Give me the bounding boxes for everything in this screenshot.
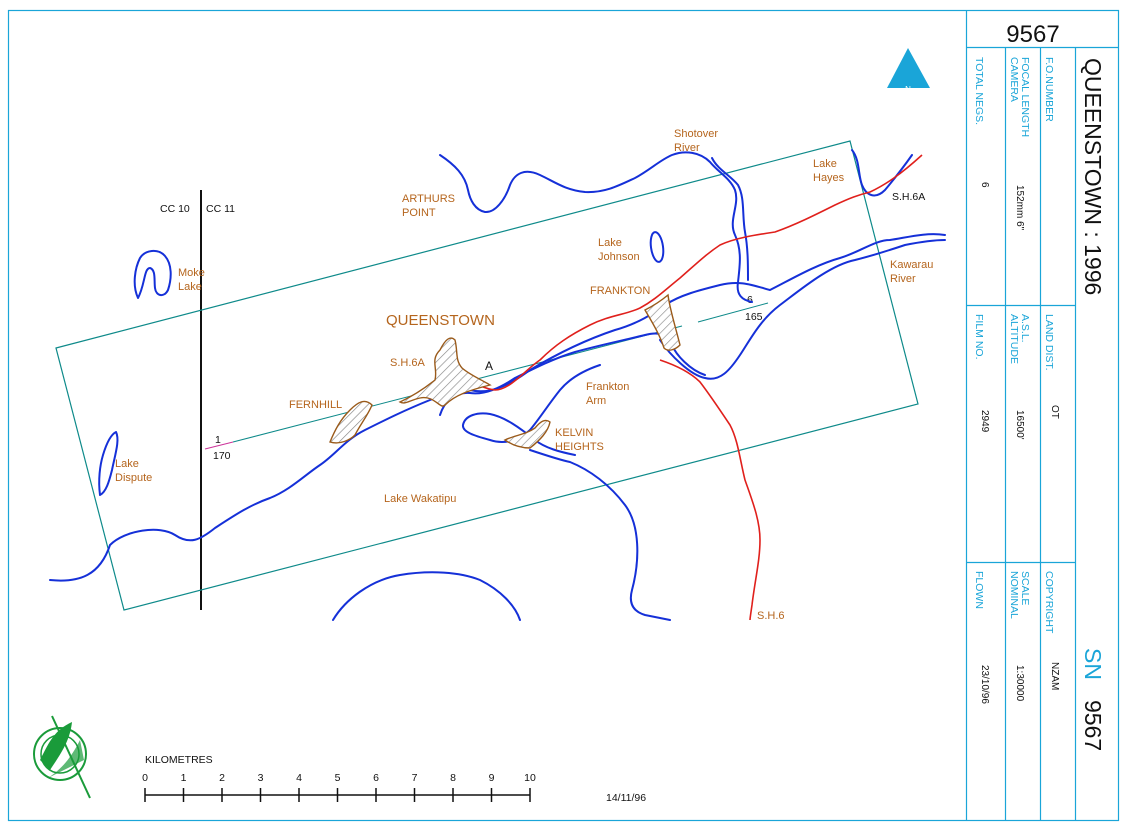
film-no-label: FILM NO. bbox=[973, 314, 985, 360]
lake-wakatipu-south bbox=[332, 571, 521, 621]
fo-number-label: F.O.NUMBER bbox=[1043, 57, 1055, 122]
roads bbox=[454, 154, 923, 621]
scale-tick-label: 0 bbox=[142, 772, 148, 784]
camera-label-1: CAMERA bbox=[1008, 57, 1020, 102]
grid-label-right: CC 11 bbox=[206, 203, 235, 215]
flight-frame-end: 165 bbox=[745, 311, 763, 323]
nz-aerial-mapping-logo-icon bbox=[33, 715, 91, 799]
lake-dispute bbox=[98, 431, 119, 496]
scale-label-2: SCALE bbox=[1019, 571, 1031, 605]
shotover-river-east bbox=[711, 157, 749, 281]
kelvin-heights-label-2: HEIGHTS bbox=[555, 441, 604, 453]
land-dist-label: LAND DIST. bbox=[1043, 314, 1055, 371]
shotover-river bbox=[439, 151, 753, 303]
lake-hayes-label-1: Lake bbox=[813, 158, 837, 170]
kawarau-river-label-1: Kawarau bbox=[890, 259, 933, 271]
sh6a-town-label: S.H.6A bbox=[390, 357, 426, 369]
scale-tick-label: 9 bbox=[489, 772, 495, 784]
lake-wakatipu-label: Lake Wakatipu bbox=[384, 493, 456, 505]
scale-tick-label: 7 bbox=[412, 772, 418, 784]
lake-dispute-label-1: Lake bbox=[115, 458, 139, 470]
fernhill-label: FERNHILL bbox=[289, 399, 342, 411]
lake-hayes bbox=[851, 149, 913, 197]
water-features bbox=[49, 149, 946, 621]
queenstown-area bbox=[398, 337, 492, 407]
sh6a-road bbox=[454, 154, 923, 391]
sh6-label: S.H.6 bbox=[757, 610, 785, 622]
altitude-label-1: ALTITUDE bbox=[1008, 314, 1020, 364]
lake-johnson bbox=[649, 231, 665, 263]
frankton-label: FRANKTON bbox=[590, 285, 650, 297]
copyright-label: COPYRIGHT bbox=[1043, 571, 1055, 634]
film-no-value: 2949 bbox=[979, 410, 990, 433]
scale-label-1: NOMINAL bbox=[1008, 571, 1020, 619]
lake-johnson-label-2: Johnson bbox=[598, 251, 640, 263]
moke-lake bbox=[133, 250, 172, 299]
scale-bar-title: KILOMETRES bbox=[145, 754, 213, 766]
camera-value: 152mm 6" bbox=[1014, 185, 1025, 231]
kawarau-river bbox=[659, 239, 946, 380]
copyright-value: NZAM bbox=[1049, 662, 1060, 690]
lake-johnson-label-1: Lake bbox=[598, 237, 622, 249]
sn-label: SN bbox=[1080, 648, 1106, 680]
grid-label-left: CC 10 bbox=[160, 203, 190, 215]
print-date: 14/11/96 bbox=[606, 792, 646, 804]
frankton-area bbox=[644, 293, 681, 351]
scale-tick-label: 4 bbox=[296, 772, 302, 784]
flight-run-end: 6 bbox=[747, 294, 753, 306]
built-up-areas bbox=[329, 293, 681, 449]
scale-tick-label: 3 bbox=[258, 772, 264, 784]
info-panel bbox=[965, 10, 1118, 820]
flight-run-start: 1 bbox=[215, 434, 221, 446]
scale-tick-label: 10 bbox=[524, 772, 536, 784]
sn-number: 9567 bbox=[1080, 700, 1106, 751]
scale-tick-label: 1 bbox=[181, 772, 187, 784]
kelvin-heights-label-1: KELVIN bbox=[555, 427, 593, 439]
flown-label: FLOWN bbox=[973, 571, 985, 609]
north-arrow-icon: N bbox=[887, 48, 930, 94]
kawarau-river-label-2: River bbox=[890, 273, 916, 285]
sheet-title: QUEENSTOWN : 1996 bbox=[1080, 58, 1106, 295]
frankton-arm-label-1: Frankton bbox=[586, 381, 629, 393]
camera-label-2: FOCAL LENGTH bbox=[1019, 57, 1031, 137]
scale-tick-label: 2 bbox=[219, 772, 225, 784]
sheet-number-top: 9567 bbox=[1006, 21, 1059, 48]
scale-bar: KILOMETRES 0 1 2 3 4 5 6 7 8 9 10 bbox=[142, 754, 536, 802]
flight-marker-a: A bbox=[485, 359, 493, 373]
kelvin-peninsula bbox=[529, 449, 671, 621]
scale-tick-label: 5 bbox=[335, 772, 341, 784]
scale-tick-label: 8 bbox=[450, 772, 456, 784]
altitude-value: 16500' bbox=[1014, 410, 1025, 440]
sheet-border bbox=[7, 9, 1120, 822]
total-negs-value: 6 bbox=[979, 182, 990, 188]
land-dist-value: OT bbox=[1049, 405, 1060, 419]
fernhill-area bbox=[329, 400, 373, 444]
arthurs-point-label-1: ARTHURS bbox=[402, 193, 455, 205]
frankton-arm-label-2: Arm bbox=[586, 395, 606, 407]
kelvin-heights-area bbox=[503, 419, 551, 449]
scale-value: 1:30000 bbox=[1014, 665, 1025, 702]
shotover-river-label-2: River bbox=[674, 142, 700, 154]
queenstown-label: QUEENSTOWN bbox=[386, 312, 495, 329]
shotover-river-label-1: Shotover bbox=[674, 128, 718, 140]
lake-dispute-label-2: Dispute bbox=[115, 472, 152, 484]
lake-hayes-label-2: Hayes bbox=[813, 172, 845, 184]
altitude-label-2: A.S.L. bbox=[1019, 314, 1031, 343]
moke-lake-label-1: Moke bbox=[178, 267, 205, 279]
arthurs-point-label-2: POINT bbox=[402, 207, 436, 219]
flown-value: 23/10/96 bbox=[979, 665, 990, 704]
scale-tick-label: 6 bbox=[373, 772, 379, 784]
flight-coverage-box bbox=[55, 140, 919, 611]
moke-lake-label-2: Lake bbox=[178, 281, 202, 293]
north-label: N bbox=[905, 85, 911, 94]
total-negs-label: TOTAL NEGS. bbox=[973, 57, 985, 125]
sh6a-east-label: S.H.6A bbox=[892, 191, 925, 203]
sh6-road bbox=[659, 359, 761, 621]
flight-frame-start: 170 bbox=[213, 450, 231, 462]
